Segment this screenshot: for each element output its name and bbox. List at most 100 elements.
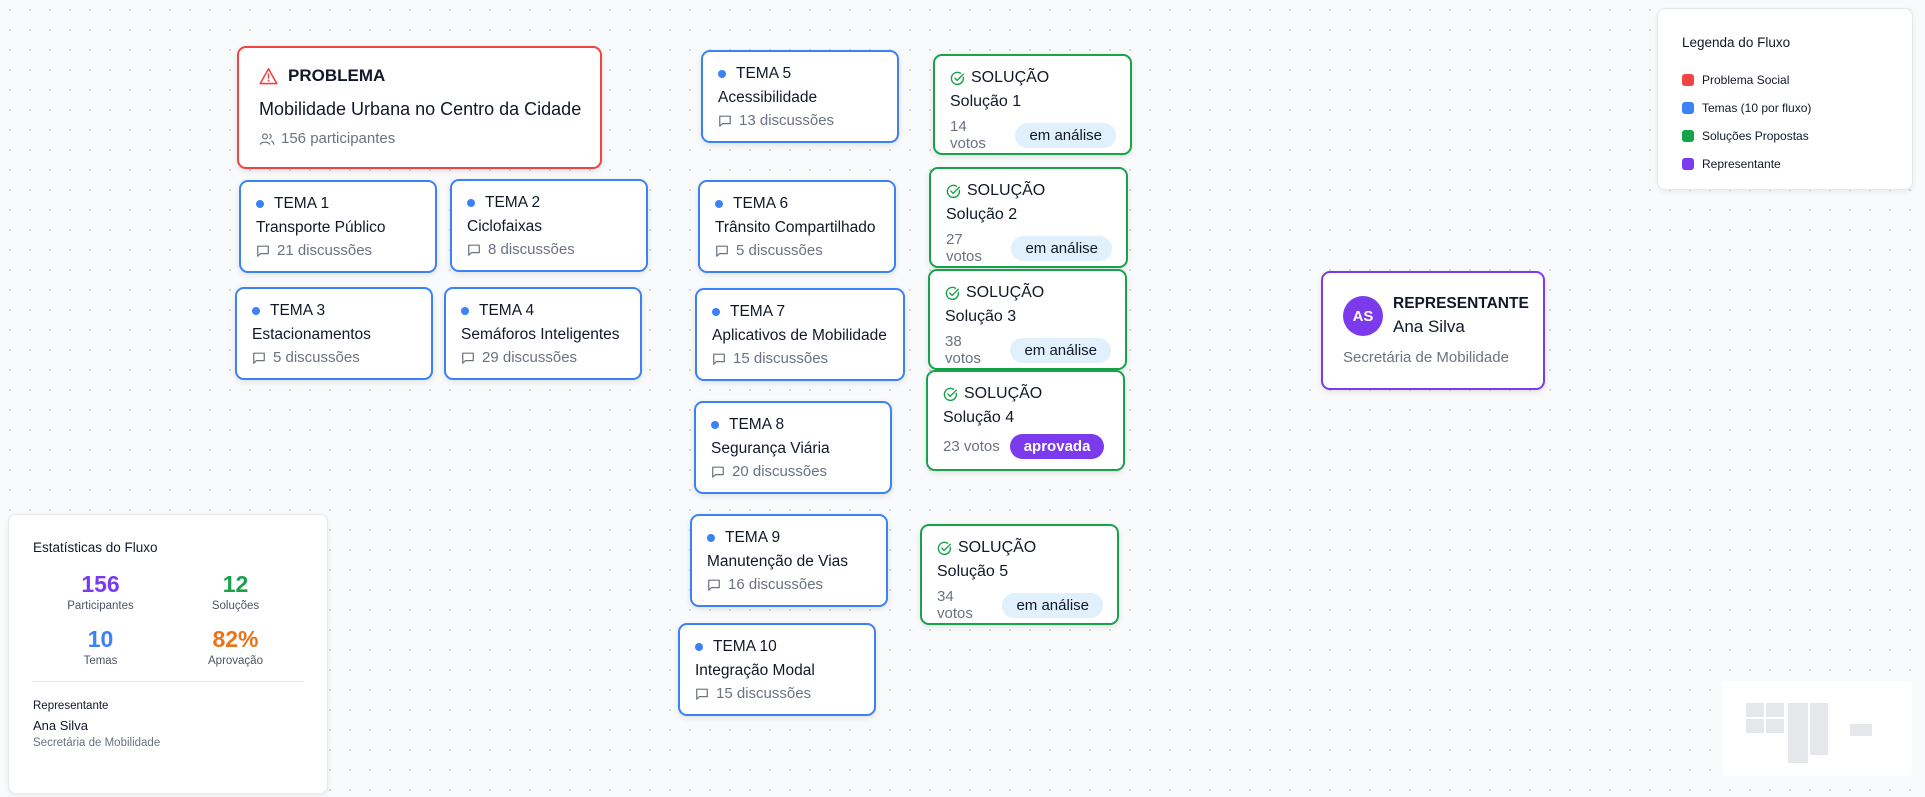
solution-tag: SOLUÇÃO xyxy=(964,385,1043,402)
message-icon xyxy=(252,351,273,365)
minimap-node xyxy=(1766,719,1784,733)
theme-node-9[interactable]: TEMA 9 Manutenção de Vias 16 discussões xyxy=(690,514,888,607)
stat-participants: 156 Participantes xyxy=(33,571,168,612)
stat-value: 156 xyxy=(81,571,120,597)
stat-value: 12 xyxy=(222,571,249,597)
theme-tag: TEMA 7 xyxy=(730,303,786,320)
vote-count: 27 votos xyxy=(946,231,982,265)
solution-tag: SOLUÇÃO xyxy=(966,284,1045,301)
theme-dot xyxy=(461,307,469,315)
discussion-count: 13 discussões xyxy=(739,112,835,129)
theme-tag: TEMA 8 xyxy=(729,416,785,433)
message-icon xyxy=(256,244,277,258)
theme-title: Integração Modal xyxy=(695,662,815,679)
theme-tag: TEMA 3 xyxy=(270,302,326,319)
status-badge: em análise xyxy=(1011,235,1112,261)
legend-item: Problema Social xyxy=(1682,66,1912,94)
theme-header: TEMA 10 xyxy=(695,636,859,658)
theme-node-4[interactable]: TEMA 4 Semáforos Inteligentes 29 discuss… xyxy=(444,287,642,380)
theme-title: Segurança Viária xyxy=(711,440,830,457)
discussion-count: 8 discussões xyxy=(488,241,575,258)
check-circle-icon xyxy=(937,541,958,556)
legend-item: Temas (10 por fluxo) xyxy=(1682,94,1912,122)
solution-header: SOLUÇÃO xyxy=(950,67,1116,89)
theme-title: Ciclofaixas xyxy=(467,218,542,235)
theme-node-5[interactable]: TEMA 5 Acessibilidade 13 discussões xyxy=(701,50,899,143)
stats-rep-org: Secretária de Mobilidade xyxy=(33,737,161,749)
theme-header: TEMA 1 xyxy=(256,193,420,215)
theme-title: Transporte Público xyxy=(256,219,386,236)
legend-item: Representante xyxy=(1682,150,1912,178)
theme-meta: 29 discussões xyxy=(461,349,625,366)
representative-org: Secretária de Mobilidade xyxy=(1343,349,1509,366)
representative-node[interactable]: AS REPRESENTANTE Ana Silva Secretária de… xyxy=(1321,271,1545,390)
legend-swatch-representative xyxy=(1682,158,1694,170)
discussion-count: 15 discussões xyxy=(733,350,829,367)
theme-meta: 21 discussões xyxy=(256,242,420,259)
theme-dot xyxy=(718,70,726,78)
problem-node[interactable]: PROBLEMA Mobilidade Urbana no Centro da … xyxy=(237,46,602,169)
discussion-count: 5 discussões xyxy=(273,349,360,366)
representative-header: AS REPRESENTANTE Ana Silva xyxy=(1343,295,1529,337)
theme-node-6[interactable]: TEMA 6 Trânsito Compartilhado 5 discussõ… xyxy=(698,180,896,273)
theme-node-2[interactable]: TEMA 2 Ciclofaixas 8 discussões xyxy=(450,179,648,272)
theme-title: Estacionamentos xyxy=(252,326,371,343)
message-icon xyxy=(695,687,716,701)
discussion-count: 21 discussões xyxy=(277,242,373,259)
theme-title: Acessibilidade xyxy=(718,89,818,106)
theme-dot xyxy=(711,421,719,429)
solution-title: Solução 2 xyxy=(946,206,1018,223)
stats-rep-name: Ana Silva xyxy=(33,718,88,733)
theme-meta: 16 discussões xyxy=(707,576,871,593)
legend-label: Problema Social xyxy=(1702,73,1790,87)
problem-title: Mobilidade Urbana no Centro da Cidade xyxy=(259,99,582,119)
minimap-node xyxy=(1810,703,1828,755)
vote-count: 14 votos xyxy=(950,118,986,152)
theme-node-3[interactable]: TEMA 3 Estacionamentos 5 discussões xyxy=(235,287,433,380)
status-badge: em análise xyxy=(1010,337,1111,363)
theme-header: TEMA 8 xyxy=(711,414,875,436)
theme-node-8[interactable]: TEMA 8 Segurança Viária 20 discussões xyxy=(694,401,892,494)
legend-label: Representante xyxy=(1702,157,1781,171)
theme-title: Manutenção de Vias xyxy=(707,553,849,570)
stat-label: Temas xyxy=(83,655,118,667)
theme-title: Semáforos Inteligentes xyxy=(461,326,620,343)
theme-header: TEMA 5 xyxy=(718,63,882,85)
representative-tag: REPRESENTANTE xyxy=(1393,295,1529,312)
stat-value: 82% xyxy=(212,626,259,652)
solution-tag: SOLUÇÃO xyxy=(971,69,1050,86)
stats-panel: Estatísticas do Fluxo 156 Participantes … xyxy=(8,514,328,794)
theme-node-7[interactable]: TEMA 7 Aplicativos de Mobilidade 15 disc… xyxy=(695,288,905,381)
theme-dot xyxy=(467,199,475,207)
theme-header: TEMA 3 xyxy=(252,300,416,322)
theme-header: TEMA 9 xyxy=(707,527,871,549)
check-circle-icon xyxy=(950,71,971,86)
theme-dot xyxy=(707,534,715,542)
theme-meta: 5 discussões xyxy=(715,242,879,259)
solution-header: SOLUÇÃO xyxy=(937,537,1103,559)
theme-dot xyxy=(715,200,723,208)
minimap-node xyxy=(1746,703,1764,717)
theme-node-1[interactable]: TEMA 1 Transporte Público 21 discussões xyxy=(239,180,437,273)
theme-tag: TEMA 4 xyxy=(479,302,535,319)
stat-label: Aprovação xyxy=(208,655,263,667)
theme-meta: 5 discussões xyxy=(252,349,416,366)
vote-count: 38 votos xyxy=(945,333,981,367)
message-icon xyxy=(712,352,733,366)
theme-meta: 8 discussões xyxy=(467,241,631,258)
stat-label: Soluções xyxy=(211,600,260,612)
theme-tag: TEMA 9 xyxy=(725,529,781,546)
status-badge: aprovada xyxy=(1009,434,1105,459)
check-circle-icon xyxy=(946,184,967,199)
legend-swatch-solution xyxy=(1682,130,1694,142)
theme-node-10[interactable]: TEMA 10 Integração Modal 15 discussões xyxy=(678,623,876,716)
theme-header: TEMA 4 xyxy=(461,300,625,322)
minimap[interactable] xyxy=(1722,681,1912,776)
legend-panel: Legenda do Fluxo Problema Social Temas (… xyxy=(1657,8,1913,190)
